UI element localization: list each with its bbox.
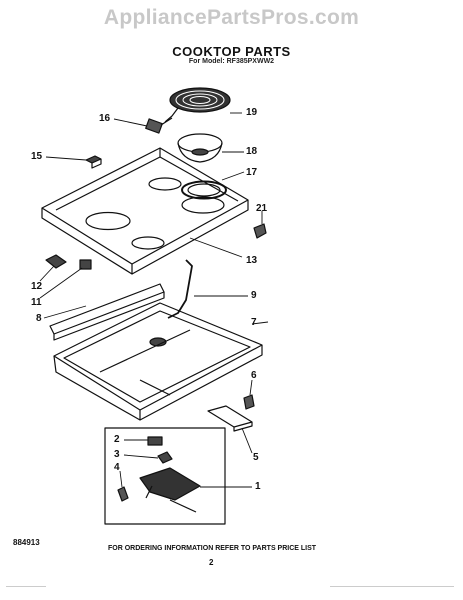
block-6 [243, 394, 255, 410]
clip-15 [85, 155, 102, 169]
callout-13: 13 [246, 255, 258, 266]
callout-18: 18 [246, 146, 258, 157]
callout-15: 15 [31, 151, 43, 162]
callout-12: 12 [31, 281, 43, 292]
callout-4: 4 [114, 462, 120, 473]
fine-print-left [6, 586, 46, 593]
drip-bowl-18 [177, 133, 223, 163]
surface-element-19 [164, 87, 231, 123]
page-number: 2 [209, 558, 214, 567]
watermark: AppliancePartsPros.com [103, 6, 360, 29]
callout-5: 5 [253, 452, 259, 463]
bracket-5 [207, 405, 253, 432]
callout-3: 3 [114, 449, 120, 460]
ordering-note: FOR ORDERING INFORMATION REFER TO PARTS … [108, 545, 317, 552]
callout-2: 2 [114, 434, 120, 445]
callout-11: 11 [31, 297, 42, 308]
page-title: COOKTOP PARTS [172, 44, 291, 59]
screw-21 [253, 223, 267, 239]
clips-12-11 [45, 254, 92, 270]
document-number: 884913 [13, 538, 40, 547]
callout-9: 9 [251, 290, 257, 301]
callout-21: 21 [256, 203, 268, 214]
callout-6: 6 [251, 370, 257, 381]
cooktop-13 [41, 147, 249, 275]
model-subtitle: For Model: RF385PXWW2 [188, 58, 275, 65]
callout-1: 1 [255, 481, 261, 492]
receptacle-16 [145, 117, 173, 134]
terminal-block-inset [104, 427, 226, 525]
callout-19: 19 [246, 107, 258, 118]
rod-9 [167, 259, 193, 319]
callout-16: 16 [99, 113, 111, 124]
callout-17: 17 [246, 167, 258, 178]
fine-print-right [330, 586, 454, 593]
burner-box-7 [53, 302, 263, 421]
channel-8 [49, 283, 165, 341]
callout-8: 8 [36, 313, 42, 324]
callout-7: 7 [251, 317, 257, 328]
leader-lines [39, 112, 269, 488]
trim-ring-17 [181, 180, 227, 200]
